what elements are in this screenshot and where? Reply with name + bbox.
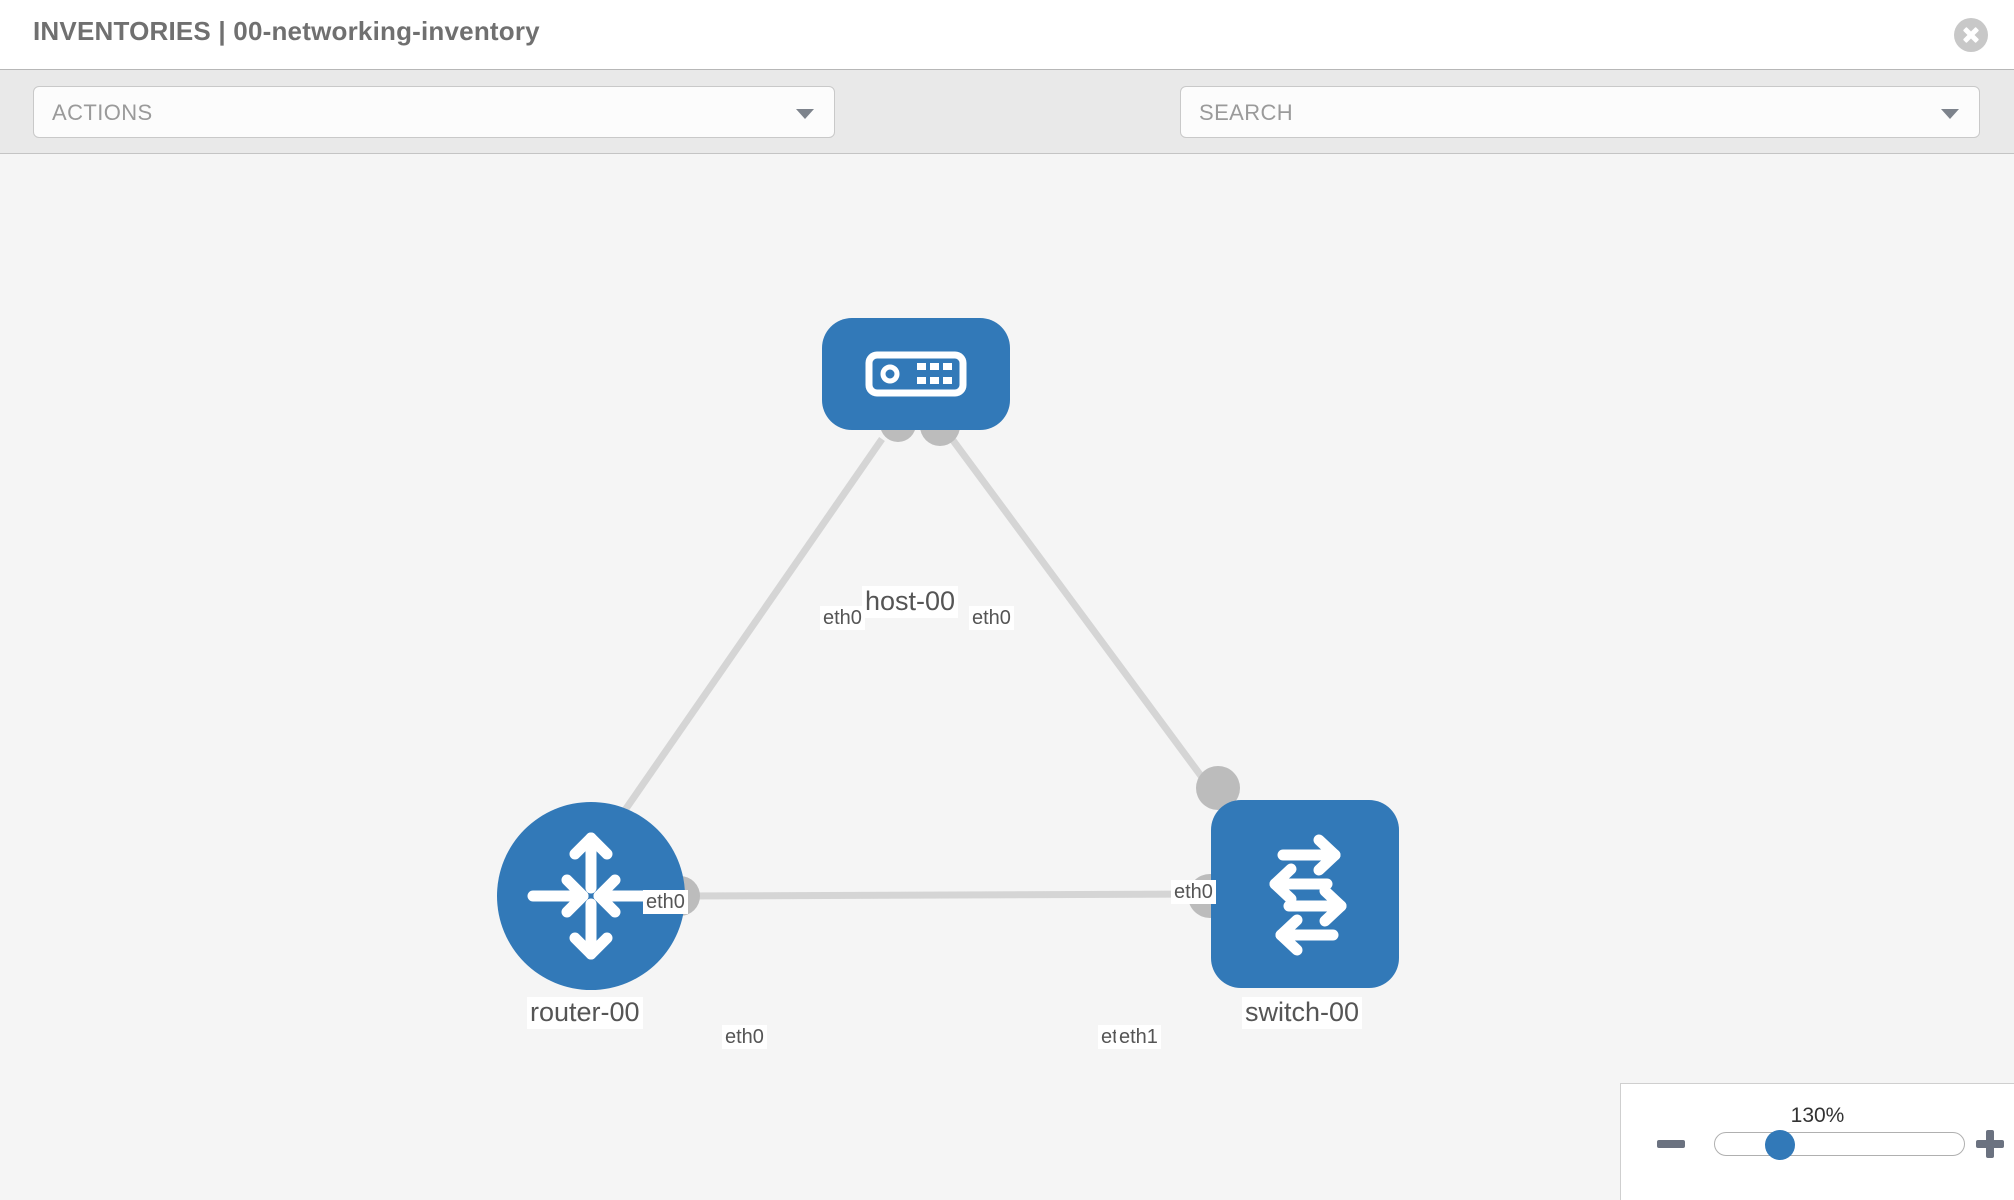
node-label-switch-00: switch-00 — [1242, 997, 1363, 1029]
zoom-out-button[interactable] — [1657, 1140, 1685, 1148]
zoom-slider-thumb[interactable] — [1765, 1130, 1795, 1160]
topology-links — [611, 436, 1241, 900]
chevron-down-icon — [1941, 109, 1959, 119]
link-router00-switch00[interactable] — [679, 890, 1217, 900]
zoom-in-button[interactable] — [1976, 1130, 2004, 1158]
link-host00-router00[interactable] — [611, 437, 885, 828]
host-icon — [865, 351, 967, 397]
port-label-host-left: eth0 — [820, 606, 865, 630]
port-label-router-up: eth0 — [643, 890, 688, 914]
node-label-router-00: router-00 — [527, 997, 643, 1029]
node-router-00[interactable] — [497, 802, 685, 990]
port-label-router-right: eth0 — [722, 1025, 767, 1049]
node-switch-00[interactable] — [1211, 800, 1399, 988]
search-input[interactable]: SEARCH — [1180, 86, 1980, 138]
router-icon — [527, 832, 655, 960]
zoom-slider-track[interactable] — [1714, 1132, 1965, 1156]
app-header: INVENTORIES | 00-networking-inventory — [0, 0, 2014, 70]
toolbar: ACTIONS SEARCH — [0, 70, 2014, 199]
switch-icon — [1269, 834, 1347, 956]
zoom-control-panel: 130% — [1620, 1083, 2014, 1200]
port-label-switch-up: eth0 — [1171, 880, 1216, 904]
chevron-down-icon — [796, 109, 814, 119]
close-icon[interactable] — [1954, 18, 1988, 52]
link-host00-switch00[interactable] — [949, 436, 1241, 829]
zoom-level-label: 130% — [1790, 1104, 1845, 1127]
topology-canvas[interactable]: host-00 router-00 switch-00 eth0 eth0 et… — [0, 154, 2014, 1200]
page-title: INVENTORIES | 00-networking-inventory — [33, 16, 540, 46]
port-label-host-right: eth0 — [969, 606, 1014, 630]
zoom-in-icon-vertical — [1986, 1130, 1994, 1158]
node-host-00[interactable] — [822, 318, 1010, 430]
actions-dropdown[interactable]: ACTIONS — [33, 86, 835, 138]
actions-dropdown-label: ACTIONS — [52, 100, 153, 125]
node-label-host-00: host-00 — [862, 586, 959, 618]
port-label-switch-left: eth1 — [1116, 1025, 1161, 1049]
search-placeholder: SEARCH — [1199, 100, 1294, 125]
